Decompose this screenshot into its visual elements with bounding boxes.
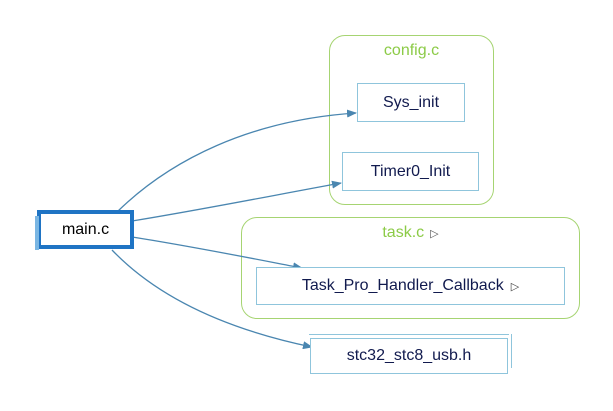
edge-main-to-sys-init — [116, 109, 357, 213]
node-main-c[interactable]: main.c — [35, 210, 134, 250]
node-sys-init[interactable]: Sys_init — [357, 83, 465, 122]
node-stc32-stc8-usb-h[interactable]: stc32_stc8_usb.h — [309, 334, 512, 374]
edge-main-to-task-pro — [131, 236, 303, 271]
edge-main-to-timer0-init — [131, 180, 342, 222]
cluster-config-title: config.c — [383, 42, 440, 59]
node-timer0-init[interactable]: Timer0_Init — [342, 152, 479, 191]
node-task-pro-handler-callback[interactable]: Task_Pro_Handler_Callback ▷ — [256, 267, 565, 305]
cluster-task-title-wrap: task.c ▷ — [242, 224, 579, 242]
node-task-pro-label: Task_Pro_Handler_Callback — [301, 277, 504, 294]
cluster-task-title: task.c — [382, 224, 425, 241]
triangle-right-icon[interactable]: ▷ — [510, 280, 520, 293]
edge-main-to-stc-header — [111, 249, 313, 350]
triangle-right-icon[interactable]: ▷ — [430, 228, 439, 240]
